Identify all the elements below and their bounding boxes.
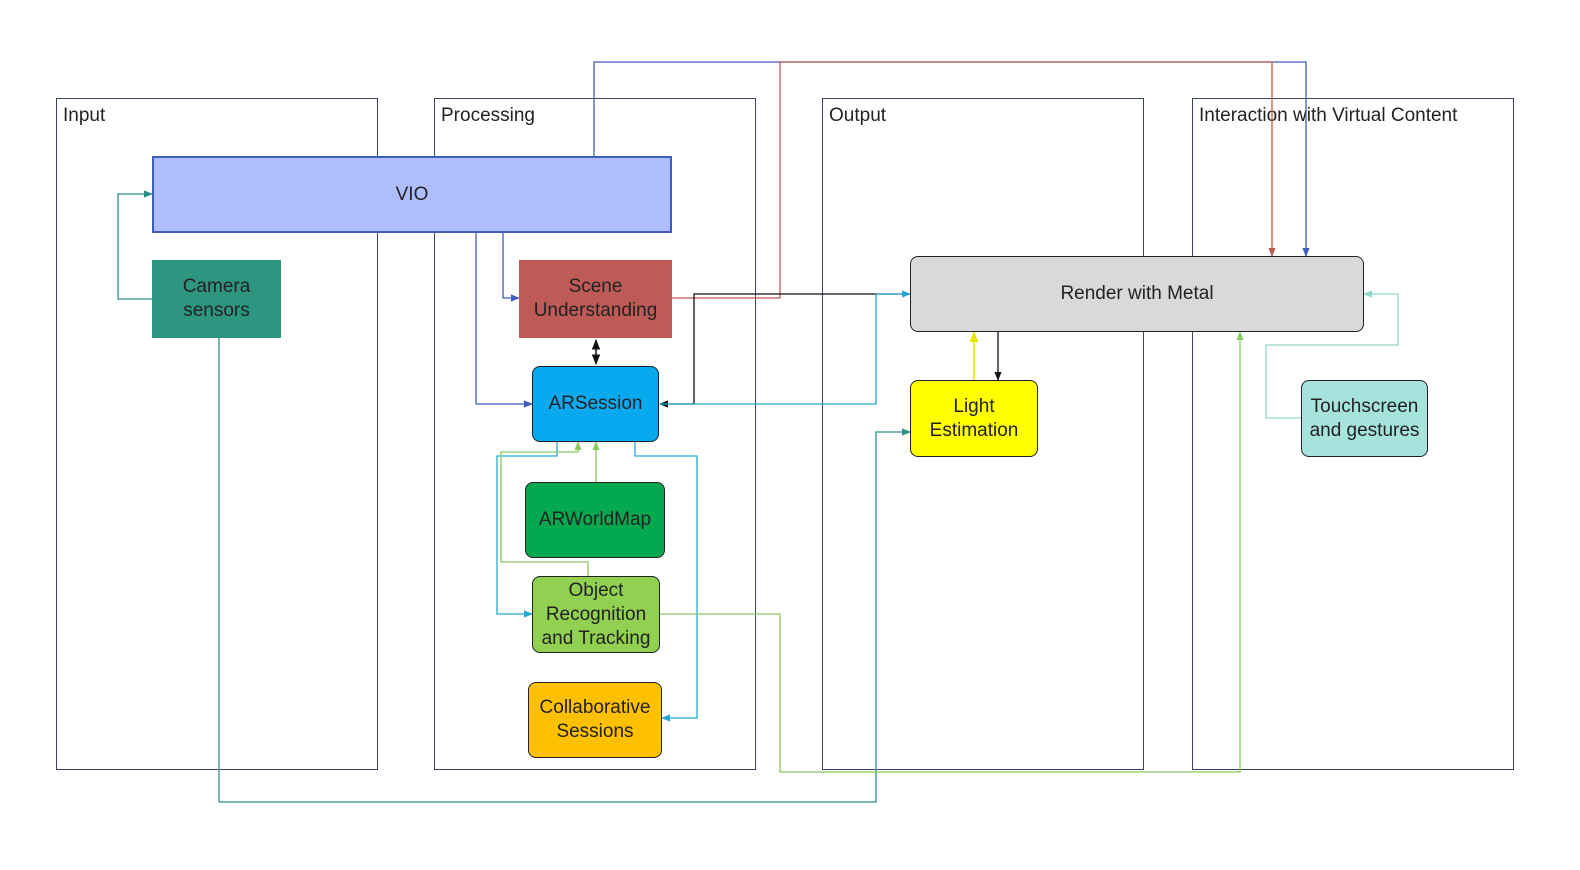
arsession-node: ARSession <box>532 366 659 442</box>
touchscreen-node: Touchscreen and gestures <box>1301 380 1428 457</box>
camera-sensors-node: Camera sensors <box>152 260 281 338</box>
lane-title-input: Input <box>63 105 106 126</box>
lane-title-processing: Processing <box>441 105 535 126</box>
collaborative-sessions-node: Collaborative Sessions <box>528 682 662 758</box>
scene-understanding-node: Scene Understanding <box>519 260 672 338</box>
vio-node: VIO <box>152 156 672 233</box>
lane-title-interaction: Interaction with Virtual Content <box>1199 105 1458 126</box>
arworldmap-node: ARWorldMap <box>525 482 665 558</box>
light-estimation-node: Light Estimation <box>910 380 1038 457</box>
lane-title-output: Output <box>829 105 887 126</box>
object-recognition-node: Object Recognition and Tracking <box>532 576 660 653</box>
render-with-metal-node: Render with Metal <box>910 256 1364 332</box>
